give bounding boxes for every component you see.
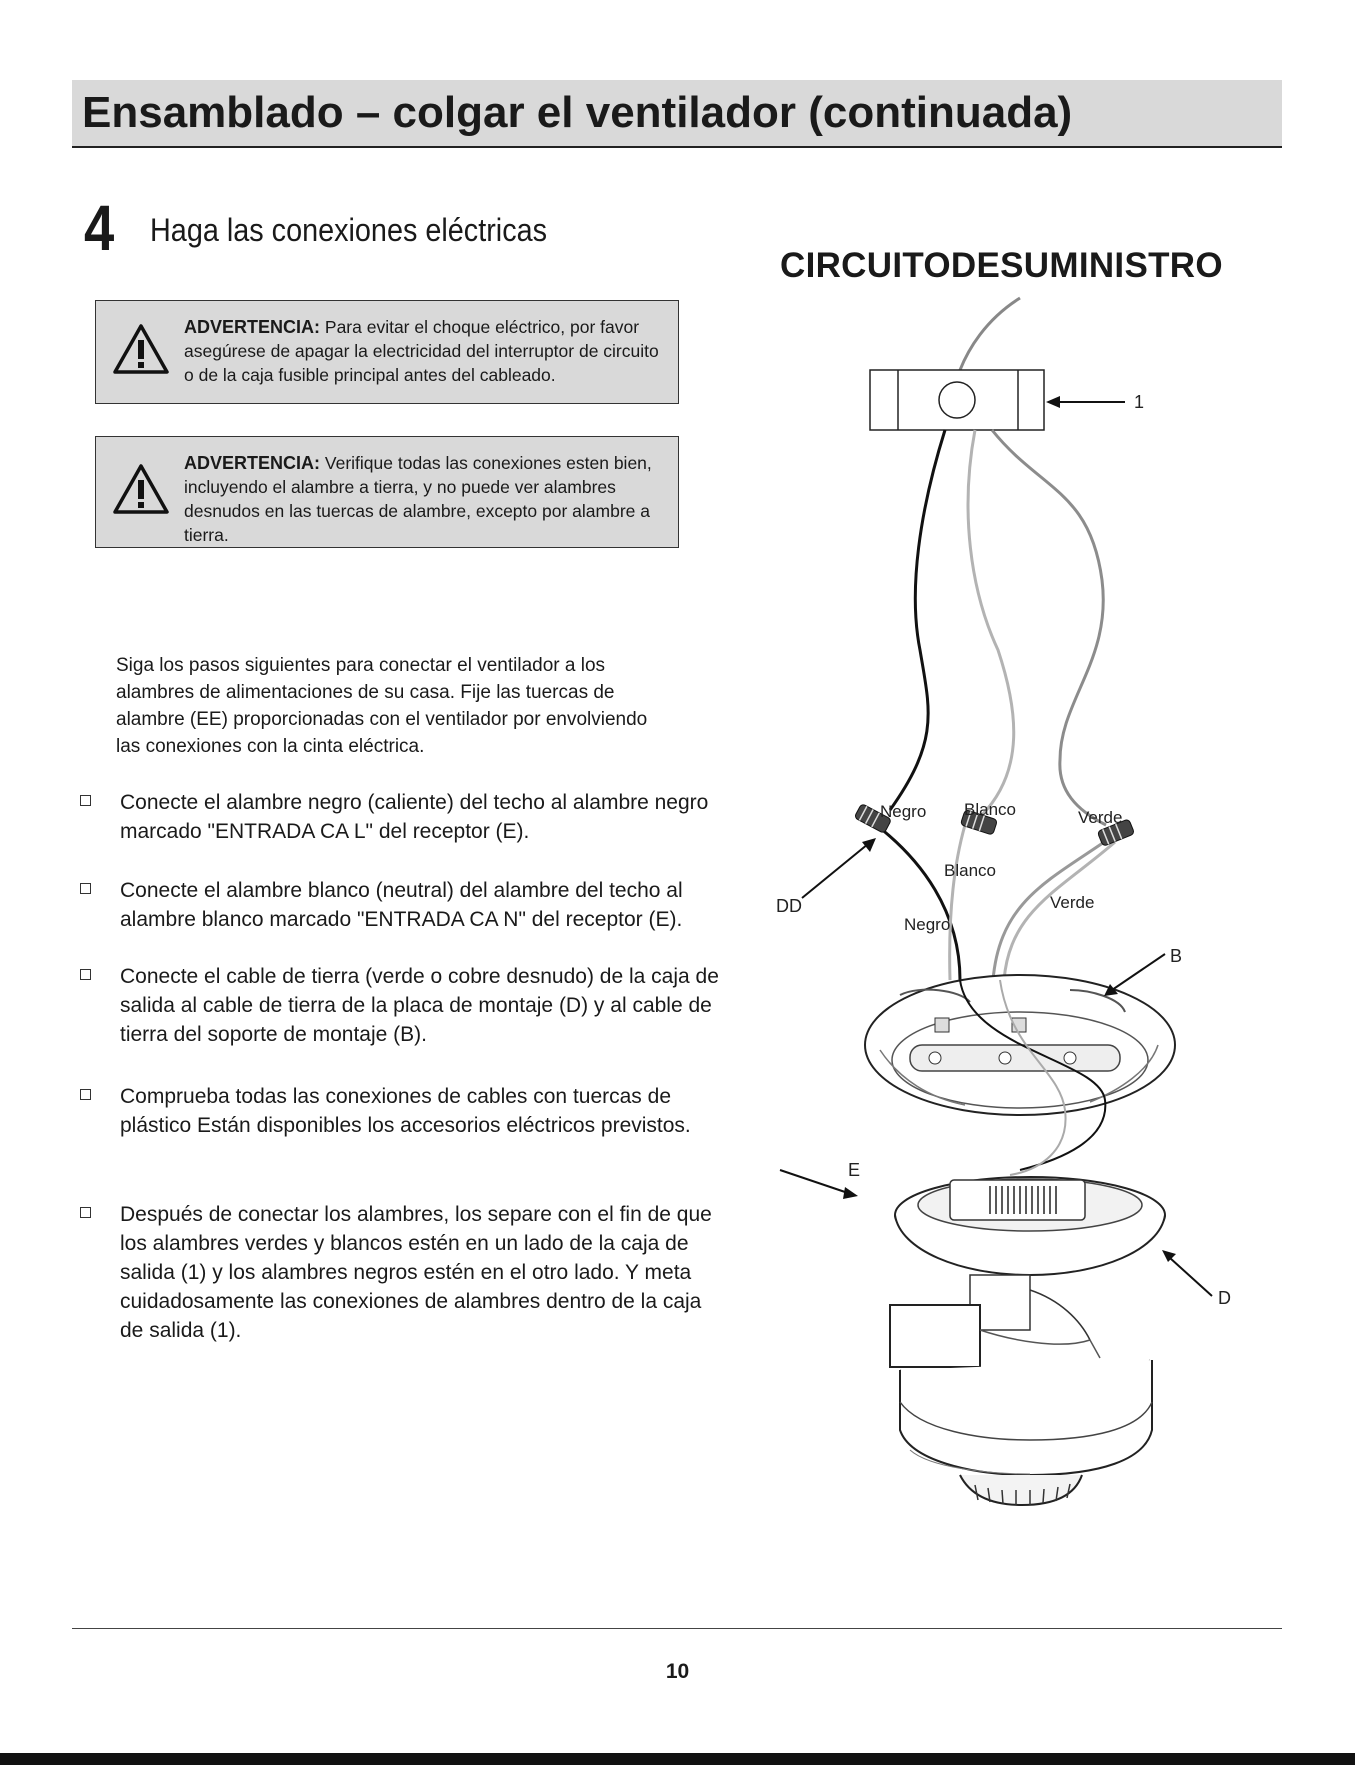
label-blanco-top: Blanco [964,800,1016,819]
checklist-item-text: Comprueba todas las conexiones de cables… [120,1085,691,1137]
checkbox-icon[interactable] [80,883,91,894]
arrow-wire-nuts [801,843,869,899]
supply-cable [958,296,1021,371]
warning-triangle-icon [113,464,169,514]
wire-bundle-bracket [959,979,1107,1171]
warning-text: ADVERTENCIA: Verifique todas las conexio… [184,451,664,547]
arrow-head-icon [1162,1250,1176,1262]
step-number: 4 [84,192,115,264]
wire-white-house [966,429,1016,817]
checkbox-icon[interactable] [80,1207,91,1218]
checkbox-icon[interactable] [80,969,91,980]
wire-white-fan [948,824,967,981]
section-title: Ensamblado – colgar el ventilador (conti… [82,88,1073,137]
warning-message: Para evitar el choque eléctrico, por fav… [184,317,659,385]
wire-nut-icon [855,804,891,833]
wire-black-house [888,429,947,811]
arrow-head-icon [1104,984,1118,996]
label-outlet-box: 1 [1134,392,1144,412]
label-verde-top: Verde [1078,808,1122,827]
page-bottom-border [0,1753,1355,1765]
warning-label: ADVERTENCIA: [184,453,321,473]
checklist-item-text: Conecte el alambre negro (caliente) del … [120,791,709,843]
label-receiver: E [848,1160,860,1180]
checklist-item-text: Conecte el cable de tierra (verde o cobr… [120,965,719,1046]
warning-triangle-icon [113,324,169,374]
wire-green-fan-2 [1002,840,1116,981]
intro-paragraph: Siga los pasos siguientes para conectar … [116,655,648,757]
fan-motor-housing [889,1274,1153,1507]
label-verde-bottom: Verde [1050,893,1094,912]
checklist-item-text: Conecte el alambre blanco (neutral) del … [120,879,683,931]
wire-black-fan [879,826,962,981]
outlet-box [869,369,1045,431]
wire-green-house [990,429,1107,827]
label-plate: D [1218,1288,1231,1308]
label-blanco-bottom: Blanco [944,861,996,880]
arrow-plate [1169,1257,1213,1297]
label-negro-bottom: Negro [904,915,950,934]
wire-nut-icon [960,809,998,835]
arrow-receiver [779,1169,849,1194]
checkbox-icon[interactable] [80,795,91,806]
wire-nut-icon [1097,819,1134,846]
step-title: Haga las conexiones eléctricas [150,212,548,248]
warning-message: Verifique todas las conexiones esten bie… [184,453,652,545]
arrow-head-icon [862,838,876,852]
footer-divider [72,1628,1282,1629]
wire-bundle-bracket-2 [999,979,1067,1176]
warning-box-power: ADVERTENCIA: Para evitar el choque eléct… [95,300,679,404]
arrow-bracket [1111,953,1166,991]
receiver-unit [949,1179,1086,1221]
page-number: 10 [665,1660,690,1683]
label-wire-nuts: DD [776,896,802,916]
checkbox-icon[interactable] [80,1089,91,1100]
wiring-diagram: 1 Negro Blanco Verde Blanco Negro Verde … [776,296,1231,1507]
warning-text: ADVERTENCIA: Para evitar el choque eléct… [184,315,664,387]
wire-green-fan-1 [991,836,1111,981]
warning-label: ADVERTENCIA: [184,317,321,337]
arrow-head-icon [1046,396,1060,408]
section-header-bar: Ensamblado – colgar el ventilador (conti… [72,80,1282,148]
warning-box-connections: ADVERTENCIA: Verifique todas las conexio… [95,436,679,548]
diagram-title: CIRCUITODESUMINISTRO [780,246,1223,285]
checklist-item-text: Después de conectar los alambres, los se… [120,1203,712,1342]
arrow-head-icon [843,1187,858,1199]
label-negro-top: Negro [880,802,926,821]
label-bracket: B [1170,946,1182,966]
